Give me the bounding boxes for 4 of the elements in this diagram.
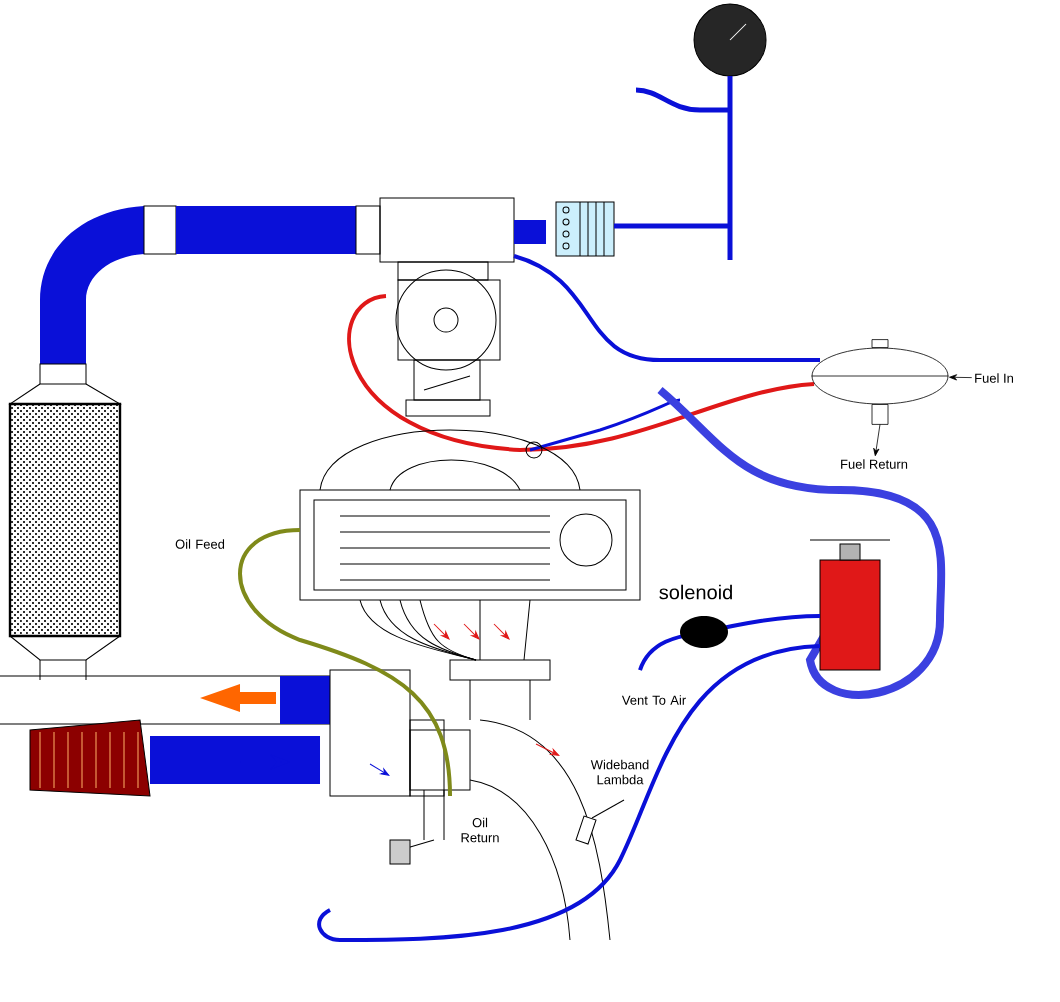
arrow	[873, 424, 881, 457]
fuel-pressure-regulator	[811, 339, 949, 425]
arrow	[949, 374, 973, 381]
part-label: solenoid	[659, 584, 732, 600]
